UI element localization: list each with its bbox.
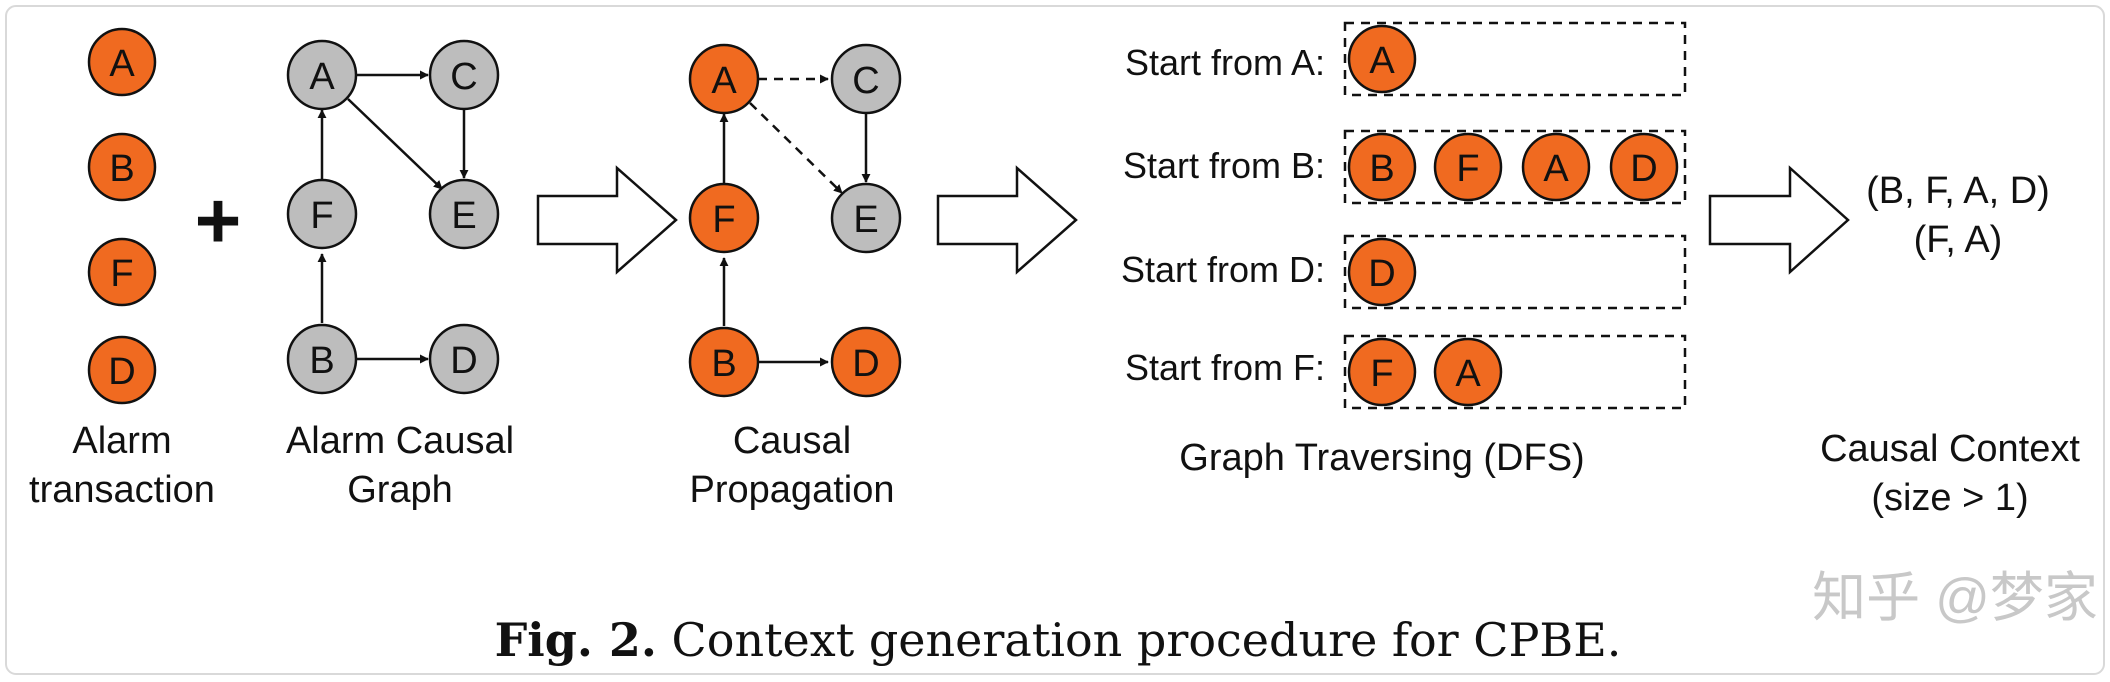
traversal-box-a — [1343, 21, 1687, 97]
prop-node-c: C — [830, 43, 902, 115]
caption-propagation-line2: Propagation — [690, 469, 895, 511]
traversal-b-node-2: F — [1433, 132, 1503, 202]
caption-propagation-line1: Causal — [733, 420, 851, 462]
prop-node-c-label: C — [852, 60, 879, 102]
caption-graph-line2: Graph — [347, 469, 453, 511]
traversal-b-node-2-label: F — [1456, 148, 1479, 190]
process-arrow-3 — [1708, 165, 1850, 275]
caption-alarm-line1: Alarm — [72, 420, 171, 462]
caption-traversal: Graph Traversing (DFS) — [1179, 437, 1584, 479]
caption-context-line1: Causal Context — [1820, 428, 2080, 470]
traversal-d-node-1-label: D — [1368, 253, 1395, 295]
traversal-f-node-2: A — [1433, 337, 1503, 407]
traversal-box-d — [1343, 234, 1687, 310]
node-alarm-d-label: D — [108, 351, 135, 393]
traversal-b-node-3-label: A — [1543, 148, 1569, 190]
node-alarm-b-label: B — [109, 148, 134, 190]
caption-graph-line1: Alarm Causal — [286, 420, 514, 462]
traversal-f-node-1: F — [1347, 337, 1417, 407]
prop-node-b-label: B — [711, 343, 736, 385]
graph-node-f-label: F — [310, 195, 333, 237]
edge-a-e — [347, 98, 443, 190]
caption-context-line2: (size > 1) — [1871, 477, 2028, 519]
caption-alarm-line2: transaction — [29, 469, 215, 511]
traversal-a-node-1: A — [1347, 24, 1417, 94]
traversal-row-d-label: Start from D: — [1121, 249, 1325, 290]
graph-node-c: C — [428, 39, 500, 111]
prop-node-e: E — [830, 182, 902, 254]
traversal-f-node-2-label: A — [1455, 353, 1481, 395]
graph-node-f: F — [286, 178, 358, 250]
traversal-box-b — [1343, 129, 1687, 205]
graph-node-d-label: D — [450, 340, 477, 382]
traversal-row-a-label: Start from A: — [1125, 42, 1325, 83]
traversal-a-node-1-label: A — [1369, 40, 1395, 82]
figure-caption: Fig. 2. Context generation procedure for… — [495, 613, 1622, 667]
prop-node-e-label: E — [853, 199, 878, 241]
process-arrow-2 — [936, 165, 1078, 275]
traversal-b-node-1: B — [1347, 132, 1417, 202]
prop-node-d-label: D — [852, 343, 879, 385]
prop-node-f-label: F — [712, 199, 735, 241]
traversal-box-f — [1343, 334, 1687, 410]
panel-causal-propagation: A C F E B D Causal Propagation — [688, 43, 902, 511]
process-arrow-1 — [536, 165, 678, 275]
prop-node-a: A — [688, 43, 760, 115]
traversal-d-node-1: D — [1347, 237, 1417, 307]
traversal-b-node-1-label: B — [1369, 148, 1394, 190]
context-line1: (B, F, A, D) — [1866, 170, 2050, 212]
traversal-row-f-label: Start from F: — [1125, 347, 1325, 388]
figure-caption-label: Fig. 2. — [495, 613, 657, 667]
traversal-b-node-4: D — [1609, 132, 1679, 202]
figure-frame — [5, 5, 2105, 675]
graph-node-e: E — [428, 178, 500, 250]
graph-node-d: D — [428, 323, 500, 395]
prop-node-b: B — [688, 326, 760, 398]
figure-caption-text: Context generation procedure for CPBE. — [657, 613, 1621, 667]
prop-node-d: D — [830, 326, 902, 398]
graph-node-a: A — [286, 39, 358, 111]
traversal-row-b-label: Start from B: — [1123, 145, 1325, 186]
traversal-b-node-4-label: D — [1630, 148, 1657, 190]
watermark: 知乎 @梦家 — [1812, 568, 2098, 628]
traversal-f-node-1-label: F — [1370, 353, 1393, 395]
prop-edge-a-e — [749, 102, 843, 194]
node-alarm-a: A — [87, 27, 157, 97]
graph-node-a-label: A — [309, 56, 335, 98]
node-alarm-f: F — [87, 237, 157, 307]
context-line2: (F, A) — [1914, 219, 2003, 261]
prop-node-a-label: A — [711, 60, 737, 102]
plus-sign: + — [195, 176, 242, 265]
graph-node-e-label: E — [451, 195, 476, 237]
graph-node-b: B — [286, 323, 358, 395]
graph-node-b-label: B — [309, 340, 334, 382]
panel-alarm-transaction: A B F D Alarm transaction — [29, 27, 215, 511]
node-alarm-a-label: A — [109, 43, 135, 85]
panel-causal-context: (B, F, A, D) (F, A) Causal Context (size… — [1820, 170, 2080, 519]
node-alarm-b: B — [87, 132, 157, 202]
panel-alarm-causal-graph: A C F E B D Alarm Causal Graph — [286, 39, 514, 511]
node-alarm-f-label: F — [110, 253, 133, 295]
panel-graph-traversing: Start from A: Start from B: Start from D… — [1121, 21, 1687, 479]
graph-node-c-label: C — [450, 56, 477, 98]
traversal-b-node-3: A — [1521, 132, 1591, 202]
node-alarm-d: D — [87, 335, 157, 405]
prop-node-f: F — [688, 182, 760, 254]
